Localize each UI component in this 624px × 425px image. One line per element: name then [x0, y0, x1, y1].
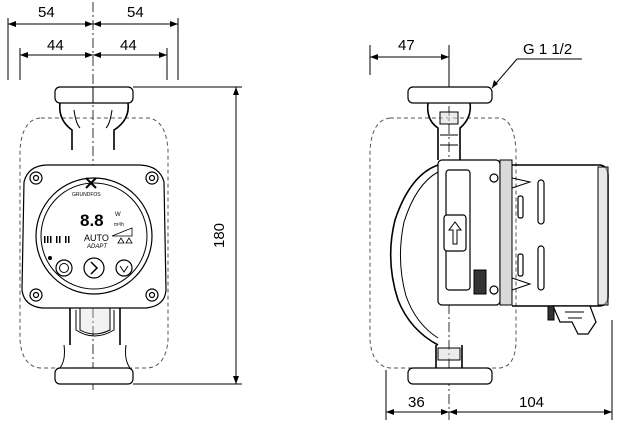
- dim-front-inner-left: 44: [47, 37, 64, 54]
- dimension-54-right: 54: [93, 4, 178, 27]
- pressure-icon: [117, 237, 133, 244]
- display-unit-w: W: [115, 212, 121, 218]
- dim-side-bottom-left: 36: [408, 394, 425, 411]
- dimension-54-left: 54: [8, 4, 93, 27]
- mode-adapt: ADAPT: [86, 244, 108, 250]
- dimension-44-right: 44: [93, 37, 167, 58]
- front-panel-buttons: [48, 256, 133, 279]
- dim-front-inner-right: 44: [120, 37, 137, 54]
- dim-thread: G 1 1/2: [523, 41, 572, 58]
- flow-arrow-window: [443, 214, 467, 252]
- display-value: 8.8: [80, 211, 104, 230]
- brand-text: GRUNDFOS: [72, 192, 101, 198]
- front-view: 54 54 44 44: [7, 2, 242, 392]
- dimension-47: 47: [370, 37, 449, 60]
- dimension-180: 180: [211, 87, 239, 384]
- dim-front-outer-left: 54: [38, 4, 55, 21]
- dim-side-bottom-right: 104: [519, 394, 544, 411]
- cable-plug: [547, 305, 597, 335]
- dim-front-outer-right: 54: [127, 4, 144, 21]
- stator-fins: [511, 177, 545, 291]
- thread-callout: G 1 1/2: [491, 41, 582, 89]
- indicator-bars: [44, 236, 70, 243]
- display-unit-m3h: m³/h: [114, 222, 124, 228]
- front-corner-screws: [29, 171, 159, 302]
- dimension-44-left: 44: [20, 37, 93, 58]
- dimension-36: 36: [386, 394, 449, 415]
- curve-icon: [111, 227, 133, 237]
- dim-side-flange: 47: [398, 37, 415, 54]
- side-view: 47 G 1 1/2: [369, 37, 613, 420]
- dim-front-height: 180: [211, 223, 228, 248]
- grundfos-logo: GRUNDFOS: [72, 177, 101, 198]
- dimension-104: 104: [449, 394, 612, 415]
- mode-auto: AUTO: [84, 233, 109, 243]
